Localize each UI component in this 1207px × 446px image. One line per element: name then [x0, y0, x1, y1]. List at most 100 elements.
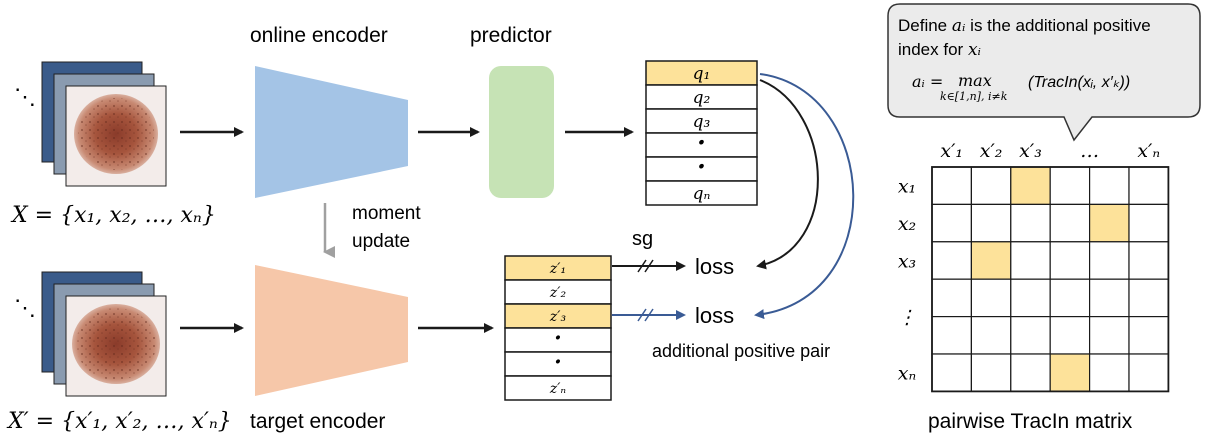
matrix-cell	[931, 241, 973, 280]
bubble-line-1: Define aᵢ is the additional positive	[898, 16, 1151, 36]
image-stack-x: ⋱	[14, 61, 167, 187]
matrix-cell	[1088, 166, 1130, 206]
q-stack-cell-3	[645, 108, 758, 134]
q-stack-label-6: qₙ	[693, 184, 711, 204]
bubble-eq-sub: k∈[1,n], i≠k	[940, 90, 1008, 103]
bubble-shape	[887, 3, 1201, 142]
curve-q1-to-additional-loss	[754, 73, 855, 320]
matrix-cell	[1049, 316, 1091, 355]
matrix-col-label: x′₃	[1019, 140, 1042, 162]
z-stack-cell-4	[504, 327, 612, 353]
q-stack-label-1: q₁	[693, 64, 711, 84]
z-stack-cell-2	[504, 279, 612, 305]
label-sg: sg	[632, 228, 653, 250]
z-stack-label-5: ·	[554, 349, 562, 375]
matrix-cell	[1049, 353, 1091, 393]
matrix-cell	[1128, 278, 1170, 318]
bubble-eq-max: max	[958, 71, 992, 90]
label-loss-2: loss	[695, 303, 734, 328]
q-stack-label-5: ·	[697, 152, 706, 181]
matrix-cell	[1049, 166, 1091, 206]
matrix-cell	[931, 203, 973, 243]
matrix-cell	[1128, 203, 1170, 243]
predictor-shape	[489, 66, 554, 198]
stopgrad-mark-2a	[637, 308, 647, 322]
stopgrad-mark-2b	[644, 308, 654, 322]
stopgrad-mark-1a	[637, 259, 647, 273]
image-stack-xprime: ⋱	[14, 271, 167, 397]
matrix-cell	[1128, 166, 1170, 206]
matrix-cell	[970, 353, 1012, 393]
z-stack-label-3: z′₃	[549, 309, 567, 325]
online-encoder-shape	[255, 66, 408, 198]
matrix-cell	[1010, 203, 1051, 243]
q-stack-cell-5	[645, 156, 758, 182]
matrix-cell	[1010, 353, 1051, 393]
bubble-line-2: index for xᵢ	[898, 40, 981, 60]
q-stack-cell-1	[645, 60, 758, 86]
label-online-encoder: online encoder	[250, 24, 388, 47]
q-stack-cell-2	[645, 84, 758, 110]
matrix-cell	[1010, 278, 1051, 318]
ellipsis-dots-top: ⋱	[14, 85, 36, 110]
matrix-border	[931, 166, 1170, 393]
z-stack-label-4: ·	[554, 325, 562, 351]
label-target-encoder: target encoder	[250, 410, 385, 433]
z-stack-label-6: z′ₙ	[549, 381, 567, 397]
label-update: update	[352, 231, 410, 252]
matrix-cell	[1010, 316, 1051, 355]
matrix-col-label: x′ₙ	[1137, 140, 1160, 162]
ellipsis-dots-bottom: ⋱	[14, 296, 36, 321]
matrix-cell	[970, 316, 1012, 355]
matrix-col-label: …	[1080, 140, 1099, 162]
label-loss-1: loss	[695, 254, 734, 279]
matrix-cell	[1049, 241, 1091, 280]
matrix-cell	[1088, 353, 1130, 393]
bubble-text: is the additional positive	[965, 16, 1150, 35]
z-stack-cell-1	[504, 255, 612, 281]
q-stack-label-4: ·	[697, 128, 706, 157]
matrix-row-label: ⋮	[898, 307, 917, 329]
target-encoder-shape	[255, 265, 408, 396]
matrix-cell	[1049, 278, 1091, 318]
matrix-row-label: x₁	[898, 176, 916, 198]
matrix-cell	[1128, 316, 1170, 355]
matrix-cell	[931, 353, 973, 393]
curve-q1-to-loss	[756, 79, 819, 270]
matrix-cell	[970, 166, 1012, 206]
bubble-var-a: aᵢ	[952, 16, 966, 36]
z-stack-label-2: z′₂	[549, 285, 567, 301]
bubble-var-x: xᵢ	[968, 40, 981, 60]
matrix-cell	[1128, 241, 1170, 280]
formula-xprime: X′ = {x′₁, x′₂, …, x′ₙ}	[6, 409, 232, 434]
z-stack-cell-3	[504, 303, 612, 329]
z-stack-cell-5	[504, 351, 612, 377]
z-stack: z′₁z′₂z′₃··z′ₙ	[504, 255, 612, 401]
label-predictor: predictor	[470, 24, 552, 47]
q-stack-cell-6	[645, 180, 758, 206]
z-stack-cell-6	[504, 375, 612, 401]
matrix-cell	[970, 278, 1012, 318]
matrix-col-label: x′₂	[980, 140, 1003, 162]
label-moment: moment	[352, 203, 421, 224]
label-additional-positive-pair: additional positive pair	[652, 341, 830, 361]
matrix-row-label: xₙ	[898, 363, 916, 385]
q-stack-label-3: q₃	[693, 112, 711, 132]
matrix-row-label: x₂	[898, 213, 916, 235]
matrix-cell	[931, 278, 973, 318]
matrix-cell	[931, 316, 973, 355]
bubble-text: index for	[898, 40, 968, 59]
formula-x: X = {x₁, x₂, …, xₙ}	[10, 203, 216, 228]
q-stack-label-2: q₂	[693, 88, 711, 108]
matrix-cell	[970, 241, 1012, 280]
bubble-eq-rhs: (TracIn(xᵢ, x′ₖ))	[1028, 74, 1130, 91]
matrix-cell	[1010, 241, 1051, 280]
matrix-cell	[970, 203, 1012, 243]
bubble-eq-lhs: aᵢ =	[912, 72, 943, 91]
matrix-cell	[1049, 203, 1091, 243]
matrix-cell	[1088, 241, 1130, 280]
matrix-row-label: x₃	[898, 251, 916, 273]
